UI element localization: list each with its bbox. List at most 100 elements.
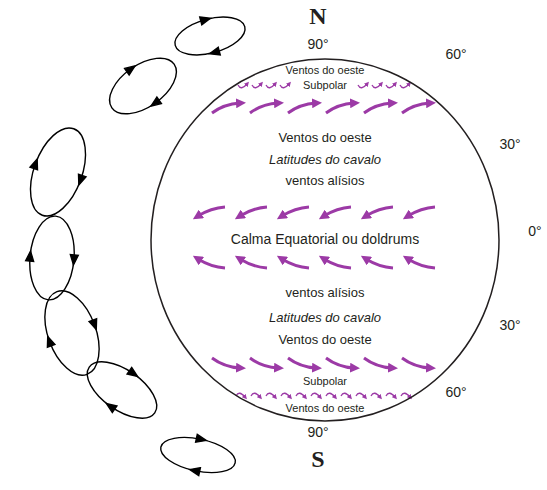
wind-mark [401,393,410,397]
wind-mark [386,84,395,88]
cell-loop-line [100,47,186,125]
cell-loop [98,44,189,129]
wind-belt-label: Latitudes do cavalo [269,311,381,325]
wind-arrow [364,103,392,113]
cell-loop [170,6,250,65]
wind-belt-label: ventos alísios [286,174,365,188]
wind-belt-label: Calma Equatorial ou doldrums [231,232,419,247]
wind-mark [311,393,320,397]
wind-arrow [408,207,435,216]
wind-arrow [282,259,309,268]
trade-wind-arrows [198,259,435,268]
trade-wind-arrows [198,207,435,216]
cell-loop [16,119,100,225]
cell-loop-line [20,121,97,224]
cell-loop [157,428,240,483]
cell-arrowhead [125,63,138,75]
wind-arrow [288,358,316,368]
wind-arrow [240,259,267,268]
westerly-arrows [212,358,430,368]
latitude-label: 90° [307,425,328,440]
cell-loop-line [34,283,109,382]
cell-arrowhead [200,14,212,24]
cell-arrowhead [189,466,200,476]
subpolar-wind-marks [236,393,410,397]
wind-mark [386,393,395,397]
wind-mark [372,84,381,88]
wind-mark [296,393,305,397]
wind-arrow [366,207,393,216]
wind-belt-label: Ventos do oeste [278,333,371,347]
globe-outline: Ventos do oesteSubpolarVentos do oesteLa… [150,58,500,422]
wind-arrow [198,259,225,268]
wind-belt-label: Subpolar [303,79,347,91]
wind-mark [266,84,275,88]
pole-letter: N [309,3,326,29]
wind-belt-label: Ventos do oeste [278,131,371,145]
globe-ellipse [151,59,499,421]
cell-arrowhead [209,47,221,57]
wind-belt-label: Ventos do oeste [286,402,365,414]
wind-mark [252,84,261,88]
wind-belt-label: Latitudes do cavalo [269,153,381,167]
wind-mark [266,393,275,397]
wind-arrow [402,103,430,113]
wind-mark [341,393,350,397]
cell-arrowhead [69,255,78,266]
wind-mark [356,393,365,397]
wind-arrow [324,207,351,216]
wind-mark [326,393,335,397]
wind-arrow [324,259,351,268]
cell-arrowhead [104,400,117,412]
cell-loop-line [171,10,249,61]
wind-arrow [326,103,354,113]
latitude-label: 60° [445,385,466,400]
latitude-label: 90° [307,37,328,52]
cell-loop-line [158,431,239,478]
wind-mark [400,84,409,88]
cell-arrowhead [44,335,55,347]
cell-arrowhead [149,97,162,109]
cell-arrowhead [75,174,86,186]
cell-arrowhead [89,319,100,331]
wind-mark [251,393,260,397]
wind-belt-label: Subpolar [303,375,347,387]
wind-arrow [288,103,316,113]
latitude-label: 30° [499,318,520,333]
wind-belt-label: ventos alísios [286,286,365,300]
cell-arrowhead [127,367,140,379]
cell-loop [31,282,114,384]
wind-mark [371,393,380,397]
latitude-label: 60° [445,47,466,62]
wind-arrow [240,207,267,216]
cell-loop [75,347,168,432]
cell-loop-line [26,214,77,302]
wind-mark [238,84,247,88]
wind-arrow [198,207,225,216]
cell-arrowhead [26,251,35,262]
cell-loop [22,214,81,302]
wind-arrow [250,103,278,113]
wind-arrow [366,259,393,268]
cell-loop-line [78,351,166,430]
wind-belt-label: Ventos do oeste [286,64,365,76]
wind-arrow [212,103,240,113]
wind-mark [358,84,367,88]
latitude-label: 0° [528,224,541,239]
wind-arrow [402,358,430,368]
wind-arrow [282,207,309,216]
wind-arrow [250,358,278,368]
wind-mark [281,393,290,397]
cell-arrowhead [30,158,41,170]
wind-arrow [408,259,435,268]
cell-arrowhead [196,434,207,444]
wind-mark [280,84,289,88]
wind-arrow [212,358,240,368]
wind-arrow [364,358,392,368]
wind-arrow [326,358,354,368]
circulation-cells [16,6,250,482]
pole-letter: S [311,446,324,472]
westerly-arrows [212,103,430,113]
